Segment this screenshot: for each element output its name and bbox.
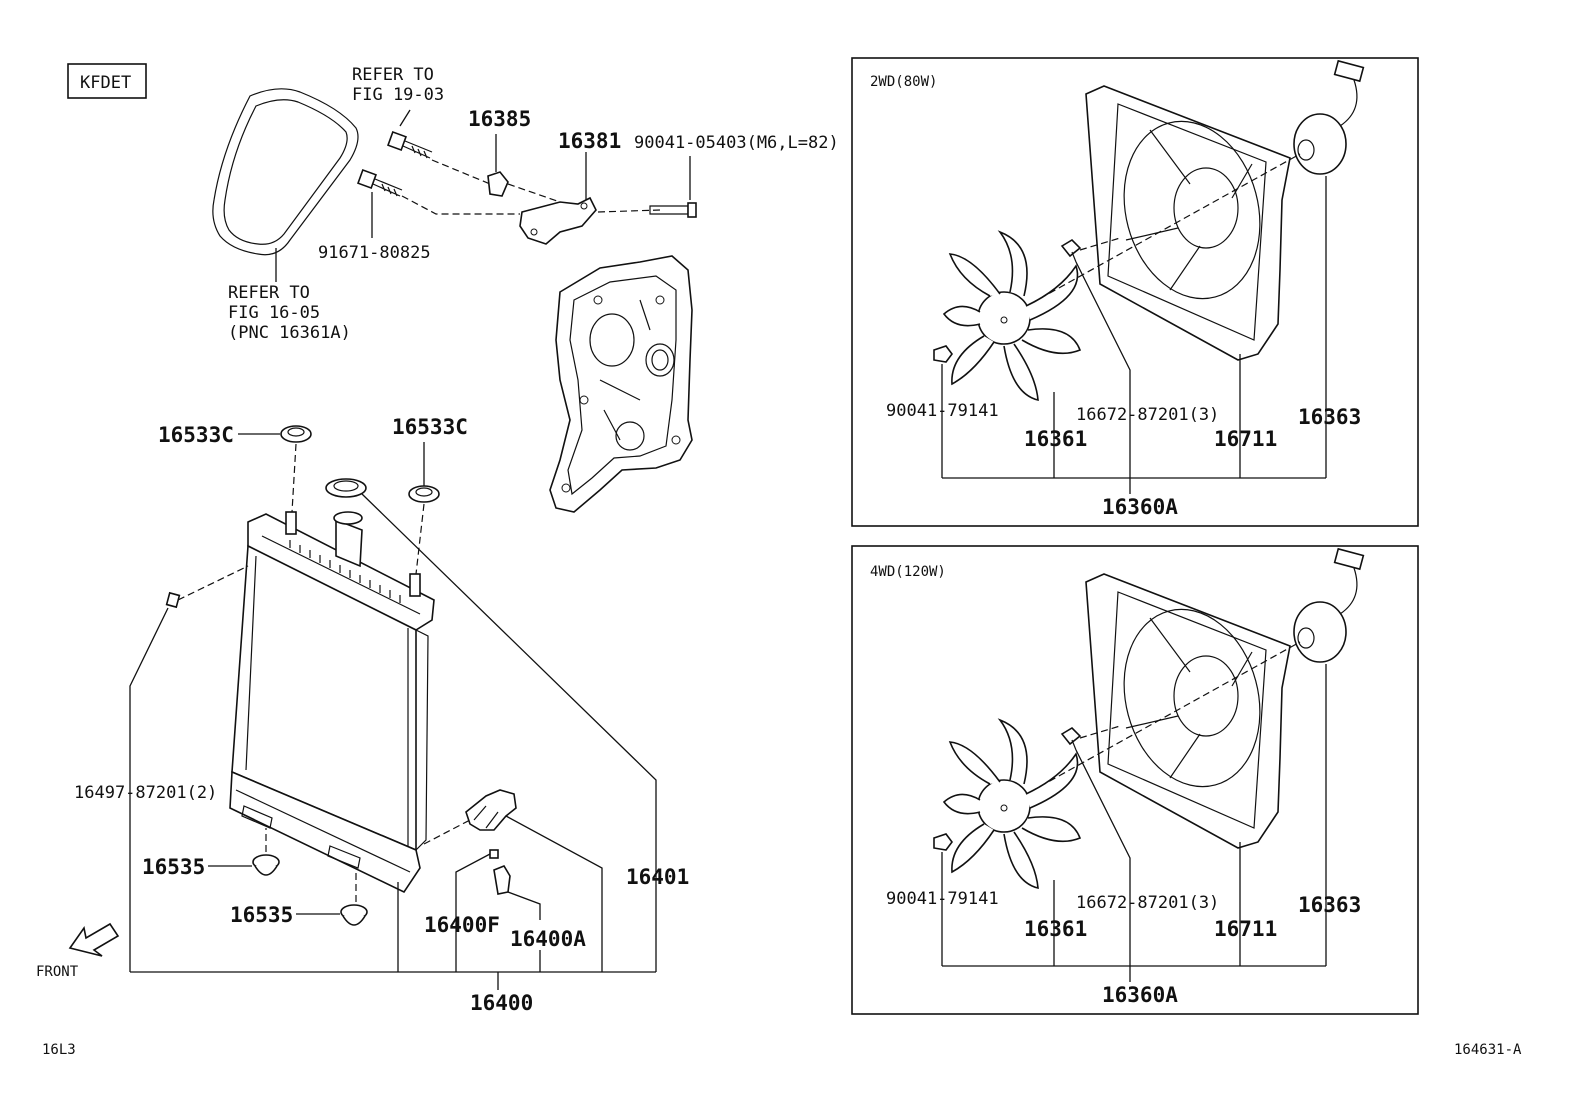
part-label-16400: 16400 [470,991,533,1015]
part-label-16401: 16401 [626,865,689,889]
engine-code-box: KFDET [67,63,147,99]
part-label-16400f: 16400F [424,913,500,937]
panel-4wd: 4WD(120W) 90041-79141 16361 16672-87201(… [851,545,1419,1015]
radiator-cap [325,478,367,498]
part-label-16385: 16385 [468,107,531,131]
bolt-lower [357,169,403,238]
svg-text:REFER TO: REFER TO [352,65,434,85]
panel-4wd-label-16672: 16672-87201(3) [1076,893,1219,913]
radiator [165,511,435,894]
cushion-16535-b: 16535 [230,903,368,927]
bracket-16385: 16385 [468,107,531,197]
svg-text:(PNC 16361A): (PNC 16361A) [228,323,351,343]
part-label-16497-87201: 16497-87201(2) [74,783,217,803]
part-label-16533c-right: 16533C [392,415,468,439]
panel-4wd-label-90041: 90041-79141 [886,889,999,909]
drive-belt [212,88,359,282]
part-label-90041-05403: 90041-05403(M6,L=82) [634,133,839,153]
svg-text:FIG 19-03: FIG 19-03 [352,85,444,105]
part-label-16535-a: 16535 [142,855,205,879]
panel-4wd-label-16360a: 16360A [1102,983,1178,1007]
part-label-16400a: 16400A [510,927,586,951]
footer-right-code: 164631-A [1454,1042,1522,1058]
front-arrow-icon [68,922,120,957]
panel-2wd-label-90041: 90041-79141 [886,401,999,421]
panel-2wd: 2WD(80W) 90041-79141 [851,57,1419,527]
panel-2wd-title: 2WD(80W) [870,74,937,90]
panel-4wd-title: 4WD(120W) [870,564,946,580]
drain-cock [465,789,517,895]
long-bolt-90041-05403: 90041-05403(M6,L=82) [634,133,839,218]
refer-fig-19-03-note: REFER TO FIG 19-03 [352,65,444,105]
bolt-upper [387,109,433,159]
panel-4wd-label-16363: 16363 [1298,893,1361,917]
cushion-16535-a: 16535 [142,854,280,879]
footer-left-code: 16L3 [42,1042,76,1058]
part-label-16535-b: 16535 [230,903,293,927]
panel-4wd-label-16711: 16711 [1214,917,1277,941]
front-label: FRONT [36,964,79,980]
panel-2wd-label-16361: 16361 [1024,427,1087,451]
engine-code: KFDET [80,73,131,93]
panel-2wd-label-16672: 16672-87201(3) [1076,405,1219,425]
svg-text:REFER TO: REFER TO [228,283,310,303]
grommet-16533c-left: 16533C [158,423,312,447]
part-label-16533c-left: 16533C [158,423,234,447]
part-label-91671-80825: 91671-80825 [318,243,431,263]
panel-2wd-label-16360a: 16360A [1102,495,1178,519]
panel-4wd-label-16361: 16361 [1024,917,1087,941]
svg-text:FIG 16-05: FIG 16-05 [228,303,320,323]
timing-cover [549,255,693,513]
panel-2wd-label-16711: 16711 [1214,427,1277,451]
refer-fig-16-05-note: REFER TO FIG 16-05 (PNC 16361A) [228,283,351,343]
bracket-16381: 16381 [519,129,621,245]
panel-2wd-label-16363: 16363 [1298,405,1361,429]
grommet-16533c-right: 16533C [392,415,468,503]
part-label-16381: 16381 [558,129,621,153]
